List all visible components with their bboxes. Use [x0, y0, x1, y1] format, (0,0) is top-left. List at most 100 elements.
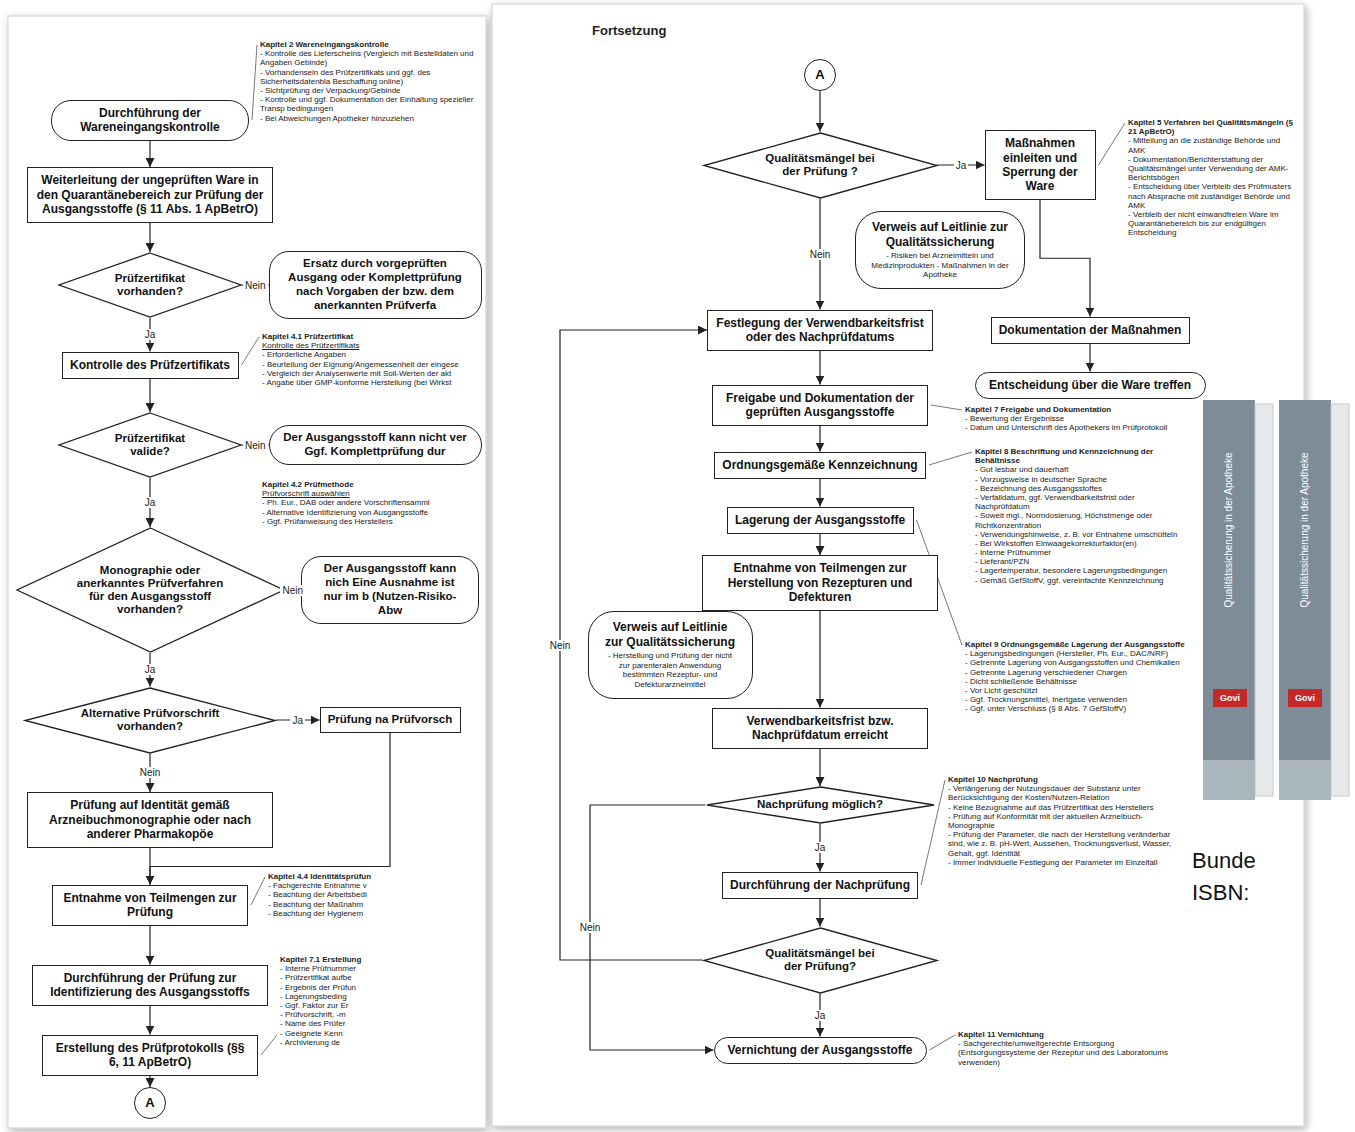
note-line: - Ggf. unter Verschluss (§ 8 Abs. 7 GefS… — [965, 704, 1190, 713]
node-text-block: Vernichtung der Ausgangsstoffe — [728, 1043, 913, 1057]
note-line: - Vergleich der Analysenwerte mit Soll-W… — [262, 369, 475, 378]
flow-connector — [819, 611, 820, 708]
note-line: - Getrennte Lagerung von Ausgangsstoffen… — [965, 658, 1190, 667]
note-line: - Beachtung der Maßnahm — [268, 900, 473, 909]
node-label: Freigabe und Dokumentation der geprüften… — [720, 391, 920, 420]
node-text-block: Verwendbarkeitsfrist bzw. Nachprüfdatum … — [720, 714, 920, 743]
annotation-note: Kapitel 7 Freigabe und Dokumentation- Be… — [965, 405, 1190, 433]
text-label: Govi — [1220, 693, 1240, 703]
text-label: Qualitätssicherung in der Apotheke — [1223, 452, 1235, 607]
reference-oval: Verweis auf Leitlinie zur Qualitätssiche… — [588, 611, 753, 699]
terminal-box: Entscheidung über die Ware treffen — [975, 372, 1206, 399]
leader-line — [261, 1035, 277, 1055]
process-box: Ordnungsgemäße Kennzeichnung — [714, 452, 926, 479]
annotation-note: Kapitel 7.1 Erstellung- Interne Prüfnumm… — [280, 955, 475, 1047]
note-line: - Lagertemperatur, besondere Lagerungsbe… — [975, 566, 1190, 575]
note-line: - Vor Licht geschützt — [965, 686, 1190, 695]
process-box: Freigabe und Dokumentation der geprüften… — [712, 385, 928, 426]
node-text-block: Ordnungsgemäße Kennzeichnung — [722, 458, 917, 472]
note-line: - Geeignete Kenn — [280, 1029, 475, 1038]
node-label: Festlegung der Verwendbarkeitsfrist oder… — [715, 316, 925, 345]
annotation-note: Kapitel 4.1 PrüfzertifikatKontrolle des … — [262, 332, 475, 387]
flow-connector — [819, 479, 820, 507]
text-label: Govi — [1295, 693, 1315, 703]
flow-connector — [149, 379, 150, 413]
note-line: - Prüfung auf Konformität mit der aktuel… — [948, 812, 1188, 830]
paper-sheet — [492, 4, 1304, 1126]
leader-line — [931, 405, 962, 410]
node-text-block: Prüfung auf Identität gemäß Arzneibuchmo… — [35, 798, 265, 841]
diamond-outline — [59, 413, 241, 477]
leader-line — [252, 45, 257, 120]
annotation-note: Kapitel 4.2 PrüfmethodePrüfvorschrift au… — [262, 480, 475, 526]
paper-sheet — [8, 16, 486, 1128]
leader-line — [251, 877, 265, 905]
diamond-outline — [707, 787, 934, 823]
terminal-box: Vernichtung der Ausgangsstoffe — [714, 1037, 927, 1064]
edge-label: Nein — [280, 585, 305, 596]
flow-connector — [819, 534, 820, 556]
flow-connector — [149, 141, 150, 168]
diamond-outline — [17, 528, 284, 652]
process-box: Maßnahmen einleiten und Sperrung der War… — [985, 130, 1096, 200]
flow-connector — [590, 805, 714, 1050]
book-pages — [1255, 404, 1273, 796]
node-text-block: Verweis auf Leitlinie zur Qualitätssiche… — [870, 220, 1010, 280]
reference-oval: Verweis auf Leitlinie zur Qualitätssiche… — [855, 211, 1025, 289]
note-line: Kontrolle des Prüfzertifikats — [262, 341, 475, 350]
connector-circle: A — [134, 1087, 166, 1119]
diamond-outline — [704, 928, 937, 993]
text-label: ISBN: — [1192, 880, 1249, 905]
note-heading: Kapitel 7 Freigabe und Dokumentation — [965, 405, 1190, 414]
node-text-block: Festlegung der Verwendbarkeitsfrist oder… — [715, 316, 925, 345]
flow-connector — [819, 749, 820, 787]
leader-line — [929, 452, 972, 465]
node-text-block: Freigabe und Dokumentation der geprüften… — [720, 391, 920, 420]
diamond-outline — [704, 133, 937, 198]
process-box: Durchführung der Prüfung zur Identifizie… — [32, 965, 268, 1006]
edge-label: Ja — [954, 160, 969, 171]
flow-connector — [819, 426, 820, 452]
note-line: - Interne Prüfnummer — [280, 964, 475, 973]
note-line: - Lagerungsbedingungen (Hersteller, Ph. … — [965, 649, 1190, 658]
note-heading: Kapitel 8 Beschriftung und Kennzeichnung… — [975, 447, 1190, 465]
note-line: - Verfalldatum, ggf. Verwendbarkeitsfris… — [975, 493, 1190, 511]
text-label: Qualitätssicherung in der Apotheke — [1299, 452, 1311, 607]
note-line: - Dokumentation/Berichterstattung der Qu… — [1128, 155, 1298, 183]
process-box: Prüfung na Prüfvorsch — [320, 707, 461, 733]
leader-line — [242, 337, 260, 365]
annotation-note: Kapitel 2 Wareneingangskontrolle- Kontro… — [260, 40, 475, 123]
node-text-block: Weiterleitung der ungeprüften Ware in de… — [35, 173, 265, 216]
edge-label: Nein — [808, 249, 833, 260]
flow-connector — [1089, 344, 1090, 372]
node-label: Prüfzertifikat vorhanden? — [100, 272, 200, 298]
leader-line — [1099, 123, 1126, 165]
node-label: Entnahme von Teilmengen zur Herstellung … — [710, 561, 930, 604]
note-line: - Angabe über GMP-konforme Herstellung (… — [262, 378, 475, 387]
node-text-block: Erstellung des Prüfprotokolls (§§ 6, 11 … — [50, 1041, 250, 1070]
node-text-block: A — [815, 67, 824, 83]
note-line: - Vorhandensein des Prüfzertifikats und … — [260, 68, 475, 86]
process-box: Verwendbarkeitsfrist bzw. Nachprüfdatum … — [712, 708, 928, 749]
node-label: Alternative Prüfvorschrift vorhanden? — [80, 707, 220, 733]
edge-label: Nein — [138, 767, 163, 778]
book-spine — [1279, 400, 1331, 800]
text-label: Qualitätssicherung in der Apotheke — [1299, 452, 1311, 607]
text-label: Govi — [1295, 693, 1315, 703]
node-text-block: Nachprüfung möglich? — [757, 798, 883, 811]
node-text-block: Entnahme von Teilmengen zur Herstellung … — [710, 561, 930, 604]
note-line: - Ggf. Trocknungsmittel, Inertgase verwe… — [965, 695, 1190, 704]
node-label: Vernichtung der Ausgangsstoffe — [728, 1043, 913, 1057]
note-line: - Mitteilung an die zuständige Behörde u… — [1128, 136, 1298, 154]
text-label: Qualitätssicherung in der Apotheke — [1223, 452, 1235, 607]
node-text-block: Durchführung der Prüfung zur Identifizie… — [40, 971, 260, 1000]
node-label: Monographie oder anerkanntes Prüfverfahr… — [75, 564, 225, 617]
process-box: Festlegung der Verwendbarkeitsfrist oder… — [707, 310, 933, 351]
book-spine — [1203, 400, 1255, 800]
annotation-note: Kapitel 5 Verfahren bei Qualitätsmängeln… — [1128, 118, 1298, 237]
decision-diamond: Nachprüfung möglich? — [706, 786, 935, 824]
note-heading: Kapitel 4.4 Identitätsprüfun — [268, 872, 473, 881]
note-line: - Dicht schließende Behältnisse — [965, 677, 1190, 686]
note-heading: Kapitel 7.1 Erstellung — [280, 955, 475, 964]
